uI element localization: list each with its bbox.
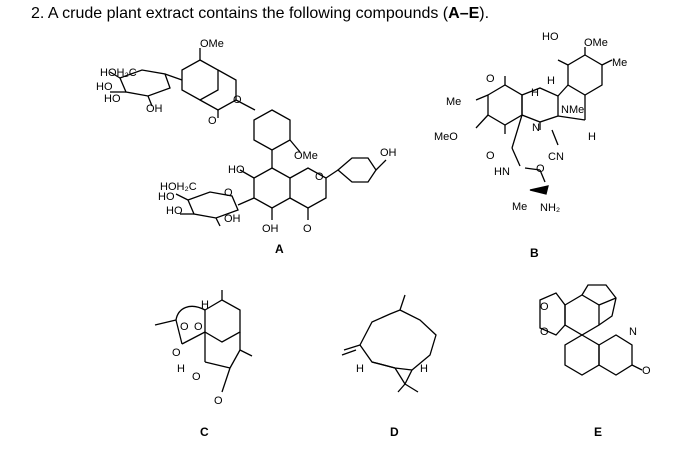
question-range: A–E (448, 5, 480, 22)
b-label-h-1: H (547, 75, 555, 87)
a-label-ho-2b: HO (166, 205, 183, 217)
a-label-hoh2c-1: HOH₂C (100, 67, 137, 79)
b-label-me-top: Me (612, 57, 627, 69)
a-label-o-ring2: O (315, 171, 324, 183)
c-label-h-bottom: H (177, 363, 185, 375)
a-label-oh-phenyl: OH (380, 147, 397, 159)
b-label-cn: CN (548, 151, 564, 163)
compound-d-structure: H H D (341, 294, 437, 439)
question-text-before: A crude plant extract contains the follo… (47, 5, 449, 22)
compound-e-structure: O O N O E (539, 284, 651, 439)
e-label-o-1: O (540, 301, 549, 313)
a-label-oh-bottom: OH (262, 223, 279, 235)
compound-b-label: B (530, 246, 539, 260)
a-label-ho-1a: HO (96, 81, 113, 93)
b-label-n: N (532, 122, 540, 134)
b-label-meo: MeO (434, 131, 458, 143)
b-label-h-2: H (531, 87, 539, 99)
c-label-o-1: O (180, 321, 189, 333)
a-label-ome-top: OMe (200, 38, 224, 50)
d-label-h-left: H (356, 363, 364, 375)
a-label-o-ring1: O (233, 94, 242, 106)
a-label-o-keto2: O (303, 223, 312, 235)
d-label-h-right: H (420, 363, 428, 375)
e-label-o-keto: O (642, 365, 651, 377)
a-label-ho-mid: HO (228, 164, 245, 176)
b-label-h-3: H (588, 131, 596, 143)
a-label-ho-2a: HO (158, 191, 175, 203)
b-label-me-left: Me (446, 96, 461, 108)
compound-b-structure: HO OMe Me O Me H H NMe MeO N H O CN HN O… (434, 31, 627, 260)
b-label-o-bottom: O (486, 150, 495, 162)
b-label-ome: OMe (584, 37, 608, 49)
a-label-ho-1b: HO (104, 93, 121, 105)
b-label-nh2: NH₂ (540, 202, 560, 214)
a-label-ome-mid: OMe (294, 150, 318, 162)
c-label-o-lactone: O (192, 371, 201, 383)
e-label-n: N (629, 326, 637, 338)
b-label-me-bottom: Me (512, 201, 527, 213)
a-label-oh-2: OH (224, 213, 241, 225)
question-text-after: ). (479, 5, 490, 22)
compound-c-label: C (200, 425, 209, 439)
compound-a-label: A (275, 242, 284, 256)
a-label-o-keto1: O (208, 115, 217, 127)
b-label-o-top: O (486, 73, 495, 85)
b-label-hn: HN (494, 166, 510, 178)
c-label-o-carbonyl: O (214, 395, 223, 407)
a-label-hoh2c-2: HOH₂C (160, 181, 197, 193)
a-label-oh-1: OH (146, 103, 163, 115)
c-label-o-2: O (194, 321, 203, 333)
question-text: 2. A crude plant extract contains the fo… (31, 5, 489, 23)
a-label-o-sugar2: O (224, 187, 233, 199)
b-label-ho: HO (542, 31, 559, 43)
compound-a-structure: OMe HOH₂C HO HO OH O O OMe OH HO HOH₂C H… (96, 38, 397, 256)
c-label-h-top: H (201, 299, 209, 311)
compound-d-label: D (390, 425, 399, 439)
b-label-o-amide: O (536, 163, 545, 175)
b-label-nme: NMe (561, 104, 584, 116)
e-label-o-2: O (540, 326, 549, 338)
question-number: 2. (31, 5, 45, 22)
compound-c-structure: H O O O H O O C (154, 290, 253, 439)
c-label-o-3: O (172, 347, 181, 359)
compound-e-label: E (594, 425, 602, 439)
